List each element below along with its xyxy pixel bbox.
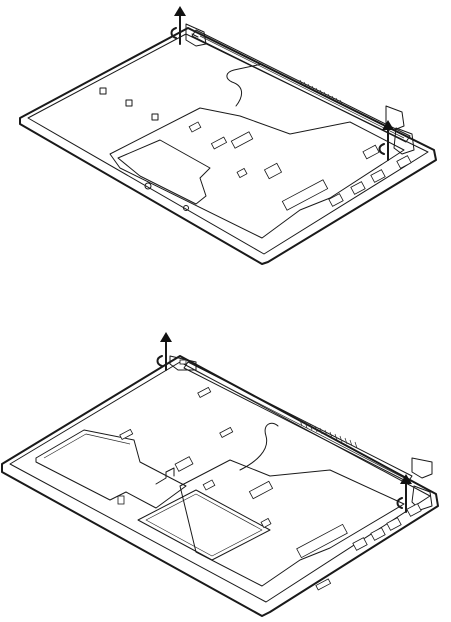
panel-step-2 [2, 332, 438, 616]
cavity-clip [118, 496, 124, 504]
base-chassis-bottom-edge [20, 124, 436, 264]
touchpad-recess [138, 490, 270, 560]
right-hinge-bracket [412, 458, 432, 478]
hinge-rail-inner [200, 36, 404, 138]
hinge-rail [184, 362, 412, 482]
board-components [189, 122, 411, 210]
motherboard-outline [180, 460, 404, 586]
panel-step-1 [20, 6, 436, 264]
antenna-cable [240, 423, 278, 470]
lift-arrow-icon [380, 120, 395, 160]
board-components [120, 387, 421, 590]
left-board [118, 140, 210, 204]
base-chassis-bottom-edge [2, 472, 438, 616]
left-hinge-screw [180, 360, 186, 364]
panel-clips [100, 88, 158, 120]
base-inner-rim [10, 362, 430, 602]
left-board [156, 468, 174, 484]
battery-cavity [36, 430, 186, 508]
motherboard-outline [110, 108, 404, 238]
antenna-cable [227, 64, 262, 106]
